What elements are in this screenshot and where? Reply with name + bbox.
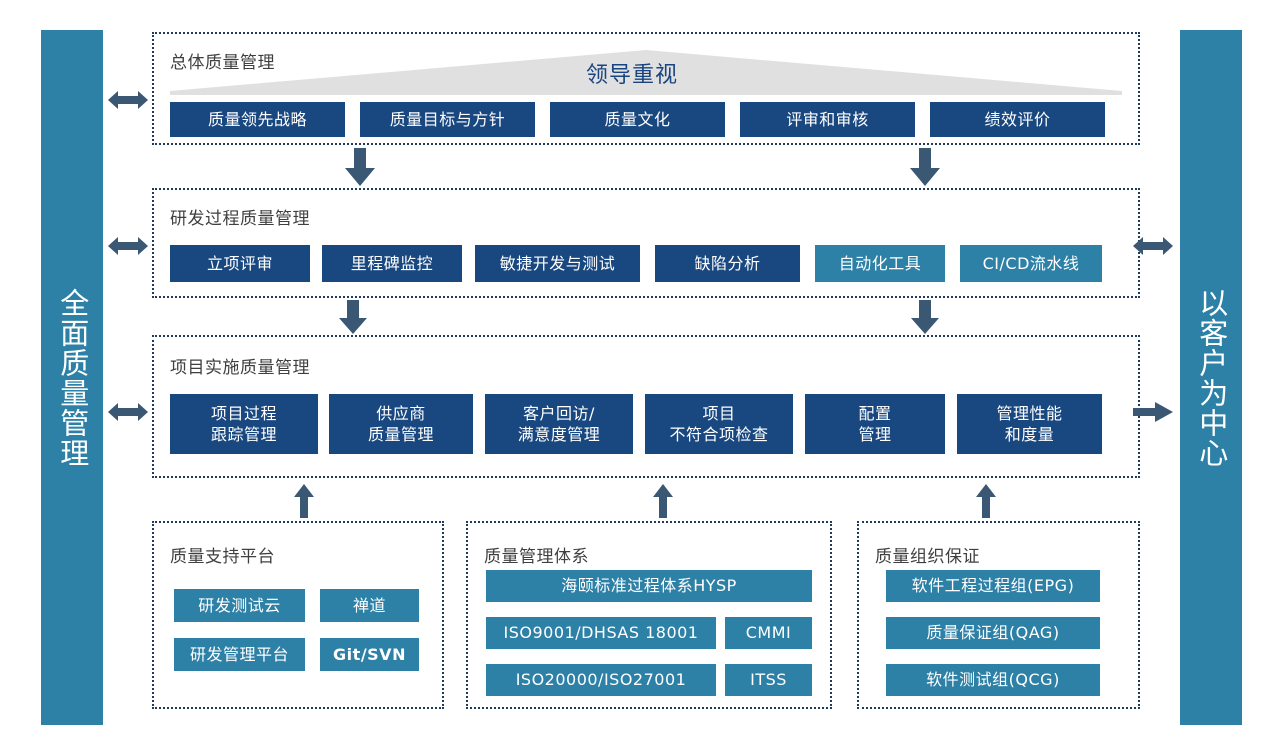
chip-line: Git/SVN xyxy=(333,644,406,664)
chip-quality-leading-strategy[interactable]: 质量领先战略 xyxy=(170,102,345,137)
chip-line: 不符合项检查 xyxy=(669,425,769,444)
chip-agile-dev-and-test[interactable]: 敏捷开发与测试 xyxy=(475,245,640,282)
panel-rnd-title: 研发过程质量管理 xyxy=(170,209,310,229)
chip-line: 管理性能 xyxy=(996,403,1063,423)
chip-line: ISO9001/DHSAS 18001 xyxy=(503,623,699,643)
arrow-right-row2-icon xyxy=(1133,234,1173,258)
chip-project-process-tracking[interactable]: 项目过程 跟踪管理 xyxy=(170,394,318,454)
chip-line: 软件工程过程组(EPG) xyxy=(911,576,1075,596)
arrow-right-row3-icon xyxy=(1133,400,1173,424)
chip-automation-tools[interactable]: 自动化工具 xyxy=(815,245,945,282)
chip-line: 研发管理平台 xyxy=(189,644,289,664)
chip-iso20000-iso27001[interactable]: ISO20000/ISO27001 xyxy=(486,664,716,696)
chip-project-initiation-review[interactable]: 立项评审 xyxy=(170,245,310,282)
chip-line: 满意度管理 xyxy=(517,425,601,444)
pillar-customer-centric: 以客户为中心 xyxy=(1180,30,1242,725)
chip-iso9001-dhsas18001[interactable]: ISO9001/DHSAS 18001 xyxy=(486,617,716,649)
chip-line: ISO20000/ISO27001 xyxy=(515,670,687,690)
chip-line: ITSS xyxy=(750,670,787,690)
chip-line: 跟踪管理 xyxy=(210,425,277,444)
leadership-triangle-shape xyxy=(170,50,1122,95)
chip-performance-evaluation[interactable]: 绩效评价 xyxy=(930,102,1105,137)
chip-line: 立项评审 xyxy=(206,253,273,273)
chip-line: CI/CD流水线 xyxy=(982,253,1080,273)
chip-management-performance-metrics[interactable]: 管理性能 和度量 xyxy=(957,394,1102,454)
chip-quality-objectives-policy[interactable]: 质量目标与方针 xyxy=(360,102,535,137)
chip-line: 禅道 xyxy=(352,595,386,615)
pillar-total-quality-management: 全面质量管理 xyxy=(41,30,103,725)
chip-line: 供应商 xyxy=(376,403,426,423)
arrow-down-row2-a-icon xyxy=(339,300,367,334)
chip-line: 质量领先战略 xyxy=(207,109,307,129)
chip-line: 评审和审核 xyxy=(786,109,869,129)
pillar-left-label: 全面质量管理 xyxy=(55,287,90,468)
chip-line: 项目过程 xyxy=(210,403,277,423)
arrow-up-org-icon xyxy=(976,484,996,518)
chip-qcg-software-test-group[interactable]: 软件测试组(QCG) xyxy=(886,664,1100,696)
arrow-down-row1-b-icon xyxy=(910,148,940,186)
chip-hysp-standard-process-system[interactable]: 海颐标准过程体系HYSP xyxy=(486,570,812,602)
arrow-up-system-icon xyxy=(653,484,673,518)
panel-overall-title: 总体质量管理 xyxy=(170,53,275,73)
chip-line: 研发测试云 xyxy=(198,595,281,615)
chip-defect-analysis[interactable]: 缺陷分析 xyxy=(655,245,800,282)
chip-milestone-monitoring[interactable]: 里程碑监控 xyxy=(322,245,462,282)
chip-line: 质量文化 xyxy=(604,109,671,129)
chip-configuration-management[interactable]: 配置 管理 xyxy=(805,394,945,454)
chip-line: 客户回访/ xyxy=(523,403,595,423)
chip-line: 缺陷分析 xyxy=(694,253,761,273)
panel-org-title: 质量组织保证 xyxy=(875,547,980,567)
chip-quality-culture[interactable]: 质量文化 xyxy=(550,102,725,137)
chip-line: CMMI xyxy=(745,623,792,643)
chip-qag-quality-assurance-group[interactable]: 质量保证组(QAG) xyxy=(886,617,1100,649)
chip-line: 质量保证组(QAG) xyxy=(926,623,1060,643)
chip-line: 项目 xyxy=(702,403,736,423)
chip-line: 敏捷开发与测试 xyxy=(499,253,616,273)
panel-support-title: 质量支持平台 xyxy=(170,547,275,567)
chip-line: 软件测试组(QCG) xyxy=(926,670,1060,690)
arrow-left-row3-icon xyxy=(108,400,148,424)
chip-line: 和度量 xyxy=(1004,425,1055,444)
chip-review-and-audit[interactable]: 评审和审核 xyxy=(740,102,915,137)
chip-project-nonconformance-check[interactable]: 项目 不符合项检查 xyxy=(645,394,793,454)
chip-cicd-pipeline[interactable]: CI/CD流水线 xyxy=(960,245,1102,282)
chip-line: 绩效评价 xyxy=(984,109,1051,129)
chip-rnd-management-platform[interactable]: 研发管理平台 xyxy=(174,638,305,671)
pillar-right-label: 以客户为中心 xyxy=(1194,287,1229,468)
chip-line: 里程碑监控 xyxy=(350,253,434,273)
panel-system-title: 质量管理体系 xyxy=(484,547,589,567)
chip-epg-software-engineering-process-group[interactable]: 软件工程过程组(EPG) xyxy=(886,570,1100,602)
arrow-down-row1-a-icon xyxy=(345,148,375,186)
chip-line: 自动化工具 xyxy=(838,253,922,273)
chip-git-svn[interactable]: Git/SVN xyxy=(320,638,419,671)
arrow-down-row2-b-icon xyxy=(911,300,939,334)
arrow-left-row1-icon xyxy=(108,88,148,112)
chip-cmmi[interactable]: CMMI xyxy=(725,617,812,649)
chip-line: 海颐标准过程体系HYSP xyxy=(561,576,737,596)
chip-line: 配置 xyxy=(858,403,892,423)
arrow-left-row2-icon xyxy=(108,234,148,258)
chip-rnd-test-cloud[interactable]: 研发测试云 xyxy=(174,589,305,622)
chip-line: 质量目标与方针 xyxy=(389,109,506,129)
arrow-up-support-icon xyxy=(294,484,314,518)
chip-itss[interactable]: ITSS xyxy=(725,664,812,696)
chip-customer-revisit-satisfaction[interactable]: 客户回访/ 满意度管理 xyxy=(485,394,633,454)
chip-zentao[interactable]: 禅道 xyxy=(320,589,419,622)
panel-project-title: 项目实施质量管理 xyxy=(170,358,310,378)
chip-line: 质量管理 xyxy=(367,425,434,444)
chip-line: 管理 xyxy=(858,425,892,444)
chip-supplier-quality-management[interactable]: 供应商 质量管理 xyxy=(329,394,473,454)
leadership-label: 领导重视 xyxy=(586,63,679,88)
